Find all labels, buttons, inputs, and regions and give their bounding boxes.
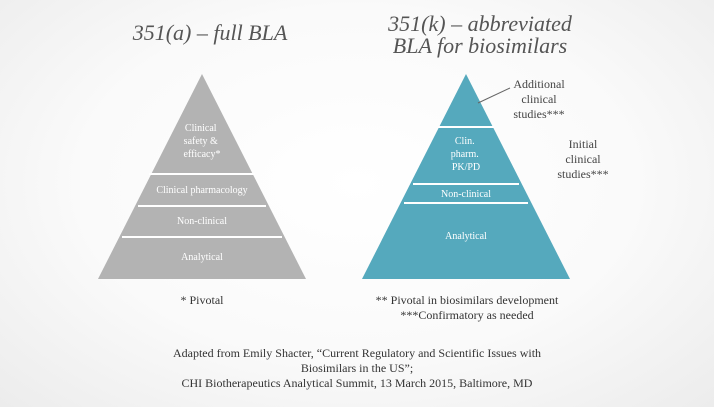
callout-initial-line3: studies*** (557, 167, 609, 181)
callout-additional-clinical: Additional clinical studies*** (494, 77, 584, 122)
left-footnote: * Pivotal (180, 293, 224, 307)
right-pyramid-shape (362, 74, 570, 279)
right-title: 351(k) – abbreviated BLA for biosimilars (360, 13, 600, 57)
right-footnote: ** Pivotal in biosimilars development **… (352, 293, 582, 323)
right-title-line1: 351(k) – abbreviated (388, 11, 572, 36)
right-tier-analytical: Analytical (445, 231, 487, 242)
right-tier-non-clinical: Non-clinical (441, 189, 491, 200)
right-tier-clin-pharm: Clin. pharm. PK/PD (451, 136, 482, 173)
callout-additional-line2: clinical (521, 92, 557, 106)
left-tier-clinical-safety: Clinical safety & efficacy* (183, 123, 220, 160)
left-tier-analytical: Analytical (181, 252, 223, 263)
callout-initial-line1: Initial (568, 137, 598, 151)
left-pyramid-shape (98, 74, 306, 279)
left-pyramid: Clinical safety & efficacy* Clinical pha… (98, 74, 306, 279)
citation: Adapted from Emily Shacter, “Current Reg… (80, 346, 634, 391)
callout-additional-line1: Additional (513, 77, 565, 91)
callout-additional-line3: studies*** (513, 107, 565, 121)
left-title: 351(a) – full BLA (132, 20, 288, 45)
right-title-line2: BLA for biosimilars (392, 33, 568, 58)
callout-initial-line2: clinical (565, 152, 601, 166)
citation-line1: Adapted from Emily Shacter, “Current Reg… (172, 346, 542, 360)
left-tier-clinical-pharmacology: Clinical pharmacology (156, 185, 247, 196)
right-pyramid: Clin. pharm. PK/PD Non-clinical Analytic… (362, 74, 570, 279)
citation-line2: Biosimilars in the US”; (300, 361, 414, 375)
citation-line3: CHI Biotherapeutics Analytical Summit, 1… (181, 376, 533, 390)
left-tier-non-clinical: Non-clinical (177, 216, 227, 227)
right-footnote-line1: ** Pivotal in biosimilars development (375, 293, 559, 307)
callout-line (477, 87, 511, 104)
right-footnote-line2: ***Confirmatory as needed (400, 308, 534, 322)
callout-initial-clinical: Initial clinical studies*** (548, 137, 618, 182)
